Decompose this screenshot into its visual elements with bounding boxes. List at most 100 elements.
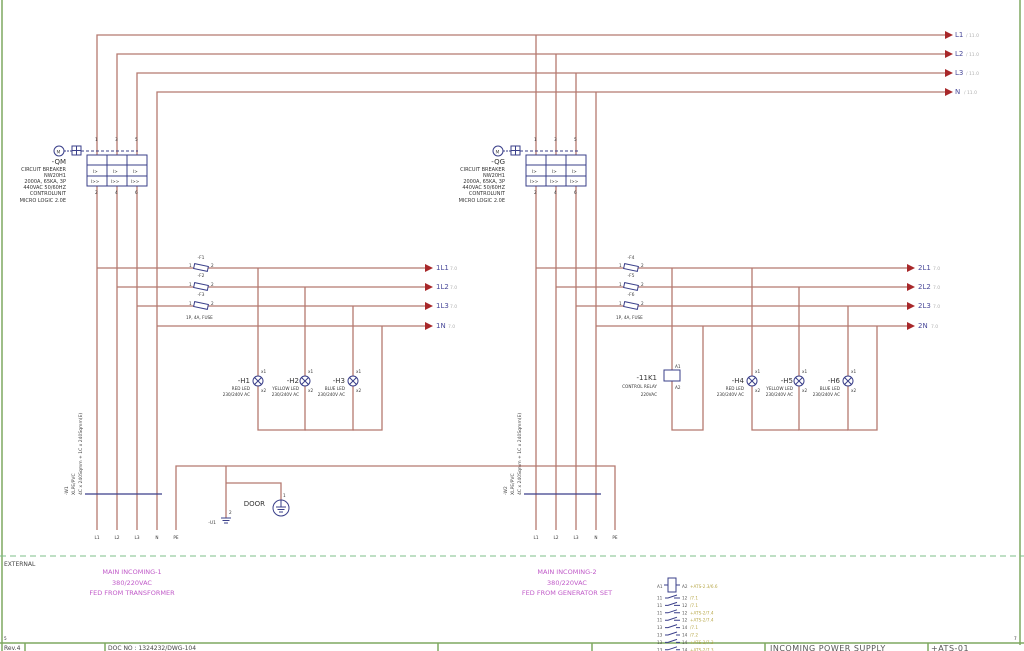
terminal-label: L1 xyxy=(95,535,100,540)
fuse-f3[interactable]: -F3 1 2 xyxy=(189,292,214,310)
terminal-label: PE xyxy=(173,535,179,540)
fuse-icon xyxy=(193,301,209,310)
lamp-h6[interactable]: -H6 BLUE LED 230/240V AC x1 x2 xyxy=(813,369,857,397)
cell: I>> xyxy=(530,179,539,184)
lamp-h1[interactable]: -H1 RED LED 230/240V AC x1 x2 xyxy=(223,369,267,397)
door-earth-wire xyxy=(226,482,282,500)
earth-pin: 2 xyxy=(229,510,232,515)
arrow-l2 xyxy=(945,50,953,58)
contact-ref: +ATS-2/7.3 xyxy=(690,640,714,645)
fuse-pin: 1 xyxy=(189,282,192,287)
lamp-rating: 230/240V AC xyxy=(813,392,840,397)
cable-w1[interactable]: -W1 XLPE/PVC 4C x 240Sqmm + 1C x 240Sqmm… xyxy=(64,413,162,495)
lamp-desc: RED LED xyxy=(232,386,250,391)
lamp-rating: 230/240V AC xyxy=(766,392,793,397)
relay-11k1[interactable]: -11K1 CONTROL RELAY 220VAC A1 A2 xyxy=(622,364,681,397)
lamp-tag: -H2 xyxy=(287,377,299,385)
terminal-label: L2 xyxy=(554,535,559,540)
terminal-label: L1 xyxy=(534,535,539,540)
terminal: 3 xyxy=(115,137,118,142)
cell: I> xyxy=(532,169,537,174)
lamp-rating: 230/240V AC xyxy=(272,392,299,397)
lamp-tag: -H3 xyxy=(333,377,345,385)
fuse-spec: 1P, 4A, FUSE xyxy=(186,315,213,320)
fuse-pin: 1 xyxy=(619,282,622,287)
fuse-tag: -F3 xyxy=(197,292,204,298)
lamp-pin: x2 xyxy=(308,388,313,393)
drawing-title: INCOMING POWER SUPPLY xyxy=(770,644,886,651)
output-label: 1N xyxy=(436,322,446,330)
output-ref: 7.0 xyxy=(450,304,457,310)
lamp-desc: BLUE LED xyxy=(325,386,345,391)
nc-contact-icon xyxy=(665,594,680,599)
cell: I> xyxy=(93,169,98,174)
lamp-pin: x1 xyxy=(308,369,313,374)
lamp-h3[interactable]: -H3 BLUE LED 230/240V AC x1 x2 xyxy=(318,369,362,397)
fuse-f1[interactable]: -F1 1 2 xyxy=(189,255,214,272)
breaker-desc: CONTROLUNIT xyxy=(469,191,506,197)
terminal: 2 xyxy=(95,190,98,195)
lamp-desc: BLUE LED xyxy=(820,386,840,391)
lamp-drop-h5 xyxy=(798,287,848,431)
lamp-pin: x2 xyxy=(261,388,266,393)
cable-spec: 4C x 240Sqmm + 1C x 240Sqmm(E) xyxy=(78,413,84,495)
fuse-f6[interactable]: -F6 1 2 xyxy=(619,292,644,310)
contact-pin-a: 11 xyxy=(657,618,663,623)
lamp-pin: x2 xyxy=(802,388,807,393)
bus-ref-l2: / 11.0 xyxy=(966,52,979,58)
cell: I>> xyxy=(91,179,100,184)
output-label: 2N xyxy=(918,322,928,330)
fuse-icon xyxy=(623,282,639,291)
source-feed: FED FROM TRANSFORMER xyxy=(89,589,175,597)
contact-ref: +ATS-2/7.3 xyxy=(690,647,714,651)
bus-label-n: N xyxy=(955,88,960,96)
lamp-pin: x1 xyxy=(802,369,807,374)
source-title: MAIN INCOMING-2 xyxy=(537,568,596,576)
bus-label-l3: L3 xyxy=(955,69,963,77)
cable-tag: -W2 xyxy=(503,486,509,495)
lamp-h5[interactable]: -H5 YELLOW LED 230/240V AC x1 x2 xyxy=(765,369,807,397)
contact-ref: /7.1 xyxy=(690,625,698,630)
motor-symbol: M xyxy=(496,150,500,156)
fuse-f2[interactable]: -F2 1 2 xyxy=(189,273,214,291)
lamp-h4[interactable]: -H4 RED LED 230/240V AC x1 x2 xyxy=(717,369,761,397)
fuse-tag: -F6 xyxy=(627,292,634,298)
page-number-right: 7 xyxy=(1014,636,1017,641)
terminal: 6 xyxy=(574,190,577,195)
contact-ref: /7.2 xyxy=(690,633,698,638)
fuse-icon xyxy=(193,263,209,272)
breaker-qm[interactable]: M 1 3 5 2 4 6 I> I> I> I>> I>> I>> -QM C… xyxy=(20,137,148,204)
door-label: DOOR xyxy=(244,500,265,508)
cable-w2[interactable]: -W2 XLPE/PVC 4C x 240Sqmm + 1C x 240Sqmm… xyxy=(503,413,601,495)
cell: I>> xyxy=(570,179,579,184)
lamp-drop-h2 xyxy=(304,287,354,431)
door-pin: 1 xyxy=(283,493,286,498)
contact-pin-b: 12 xyxy=(682,618,688,623)
arrow-1l1 xyxy=(425,264,433,272)
door-earth[interactable]: DOOR 1 xyxy=(244,493,290,517)
arrow-1l2 xyxy=(425,283,433,291)
fuse-f4[interactable]: -F4 1 2 xyxy=(619,255,644,272)
breaker-qg[interactable]: M 1 3 5 2 4 6 I> I> I> I>> I>> I>> -QG C… xyxy=(459,137,587,204)
fuse-f5[interactable]: -F5 1 2 xyxy=(619,273,644,291)
page-number-left: 5 xyxy=(4,636,7,641)
fuse-pin: 2 xyxy=(211,263,214,268)
earth-u1[interactable]: -U1 2 xyxy=(208,510,232,526)
right-distribution: 2L1 7.0 2L2 7.0 2L3 7.0 2N 7.0 -F4 1 2 -… xyxy=(536,255,940,431)
terminal: 6 xyxy=(135,190,138,195)
lamp-h2[interactable]: -H2 YELLOW LED 230/240V AC x1 x2 xyxy=(271,369,313,397)
relay-coil-icon xyxy=(663,369,681,382)
lamp-pin: x1 xyxy=(356,369,361,374)
bus-ref-l3: / 11.0 xyxy=(966,71,979,77)
breaker-desc: CONTROLUNIT xyxy=(30,191,67,197)
terminal: 5 xyxy=(574,137,577,142)
bus-label-l2: L2 xyxy=(955,50,963,58)
terminal: 3 xyxy=(554,137,557,142)
lamp-tag: -H6 xyxy=(828,377,841,385)
output-label: 2L3 xyxy=(918,302,931,310)
fuse-spec: 1P, 4A, FUSE xyxy=(616,315,643,320)
output-label: 1L1 xyxy=(436,264,449,272)
fuse-pin: 2 xyxy=(641,263,644,268)
contact-pin-b: 14 xyxy=(682,633,688,638)
